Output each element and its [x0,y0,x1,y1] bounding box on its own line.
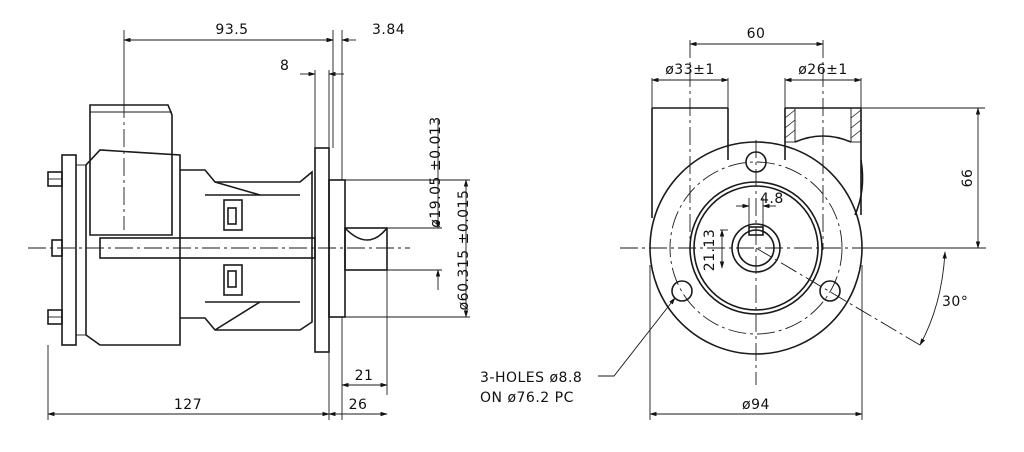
rear-cover-rim [75,164,87,336]
dim-flange-offset: 3.84 [372,22,405,38]
cover-bolt-center [51,239,63,257]
housing-bore [689,181,823,315]
shaft-key [748,226,764,236]
dim-port-spacing: 60 [747,26,766,42]
shaft-keyway [344,227,388,241]
bearing-bracket [180,169,313,331]
mounting-hole-right [819,280,841,302]
spigot [328,179,346,318]
dim-flange-thickness: 8 [280,58,289,74]
mounting-hole-left [671,280,693,302]
holes-note-line2: ON ø76.2 PC [480,390,574,406]
bolt-pitch-circle [669,161,843,335]
side-view: 93.5 3.84 8 ø19.05 ±0.013 ø60.315 ±0.015… [28,22,472,420]
dim-shaft-diameter: ø19.05 ±0.013 [428,116,444,227]
dim-key-width: 4.8 [760,191,784,207]
outlet-hatching [784,109,862,139]
holes-note-line1: 3-HOLES ø8.8 [480,370,582,386]
dim-shaft-length: 21 [355,368,374,384]
dim-inlet-diameter: ø33±1 [665,62,715,78]
hole-angle-line [755,247,921,346]
dim-shaft-key-depth: 21.13 [702,229,718,272]
dim-flange-diameter: ø94 [742,397,770,413]
dim-overall-to-flange: 93.5 [215,22,248,38]
dim-port-height: 66 [960,169,976,188]
mounting-flange [314,147,330,353]
rear-cover-plate [61,154,77,346]
holes-note-leader [598,297,676,377]
output-shaft [344,227,388,271]
dim-shaft-total: 26 [349,397,368,413]
seal-upper [223,199,243,231]
seal-lower [223,264,243,296]
pump-housing [85,149,181,346]
dim-spigot-diameter: ø60.315 ±0.015 [456,190,472,311]
inlet-port [651,108,729,218]
dim-outlet-diameter: ø26±1 [798,62,848,78]
front-view: 60 ø33±1 ø26±1 66 4.8 21.13 30° ø94 3-HO… [480,26,990,420]
mounting-hole-top [745,151,767,173]
outlet-wall-left [784,107,796,143]
flange-outer [649,141,863,355]
dim-hole-angle: 30° [942,294,968,310]
shaft-section [731,223,781,273]
inlet-boss [89,104,173,236]
outlet-wall-right [850,107,862,143]
dim-body-length: 127 [174,397,202,413]
